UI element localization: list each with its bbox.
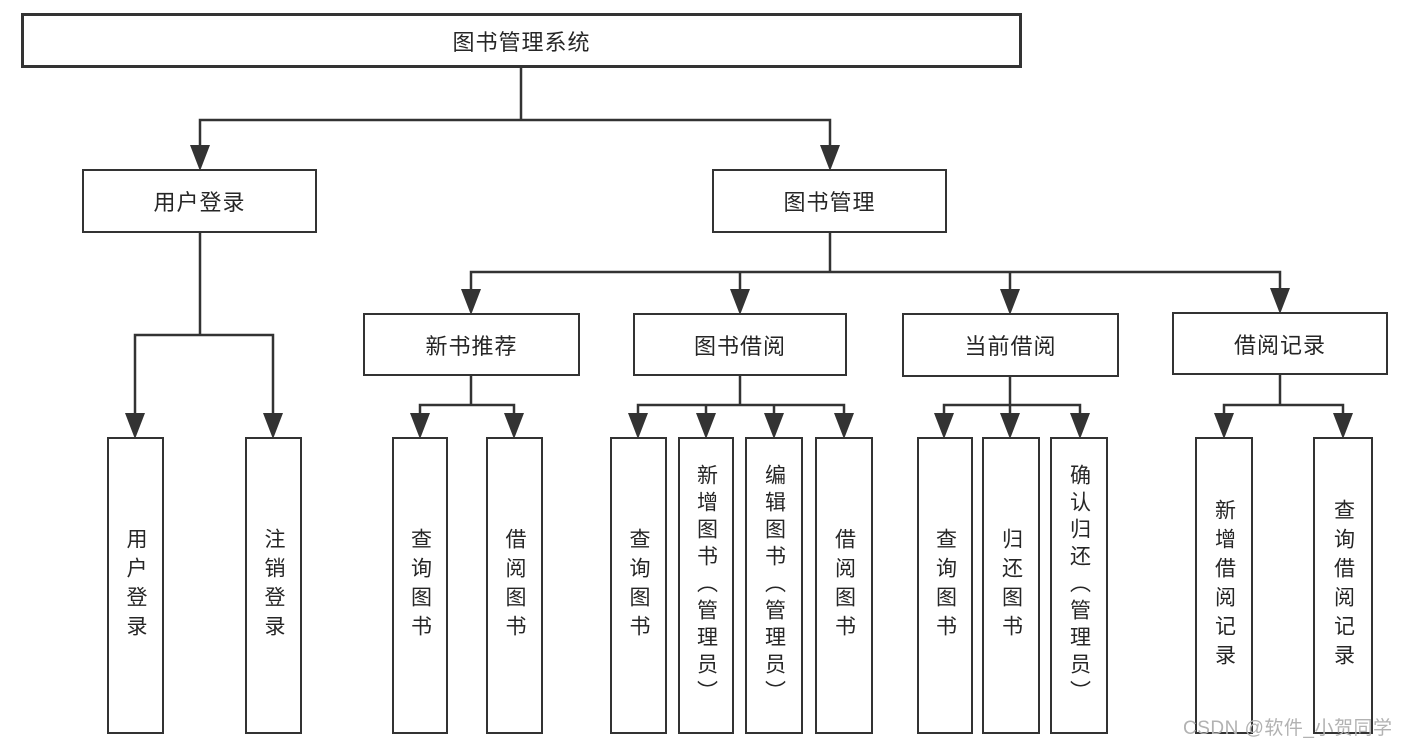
- leaf-query-books-borrowing: 查询图书: [610, 437, 667, 734]
- node-borrowing-records: 借阅记录: [1172, 312, 1388, 375]
- leaf-confirm-return-admin: 确认归还（管理员）: [1050, 437, 1108, 734]
- leaf-add-borrow-record: 新增借阅记录: [1195, 437, 1253, 734]
- arrowhead-icons: [125, 145, 1353, 439]
- leaf-return-books: 归还图书: [982, 437, 1040, 734]
- node-new-book-recommendation: 新书推荐: [363, 313, 580, 376]
- leaf-edit-book-admin: 编辑图书（管理员）: [745, 437, 803, 734]
- leaf-user-login: 用户登录: [107, 437, 164, 734]
- node-book-borrowing: 图书借阅: [633, 313, 847, 376]
- leaf-query-books-recommend: 查询图书: [392, 437, 448, 734]
- leaf-borrow-books-borrowing: 借阅图书: [815, 437, 873, 734]
- node-library-management-system: 图书管理系统: [21, 13, 1022, 68]
- node-book-management: 图书管理: [712, 169, 947, 233]
- leaf-logout: 注销登录: [245, 437, 302, 734]
- watermark: CSDN @软件_小贺同学: [1183, 718, 1393, 739]
- leaf-add-book-admin: 新增图书（管理员）: [678, 437, 734, 734]
- node-current-borrowing: 当前借阅: [902, 313, 1119, 377]
- leaf-borrow-books-recommend: 借阅图书: [486, 437, 543, 734]
- edge-lines: [133, 66, 1345, 435]
- leaf-query-books-current: 查询图书: [917, 437, 973, 734]
- leaf-query-borrow-record: 查询借阅记录: [1313, 437, 1373, 734]
- node-user-login: 用户登录: [82, 169, 317, 233]
